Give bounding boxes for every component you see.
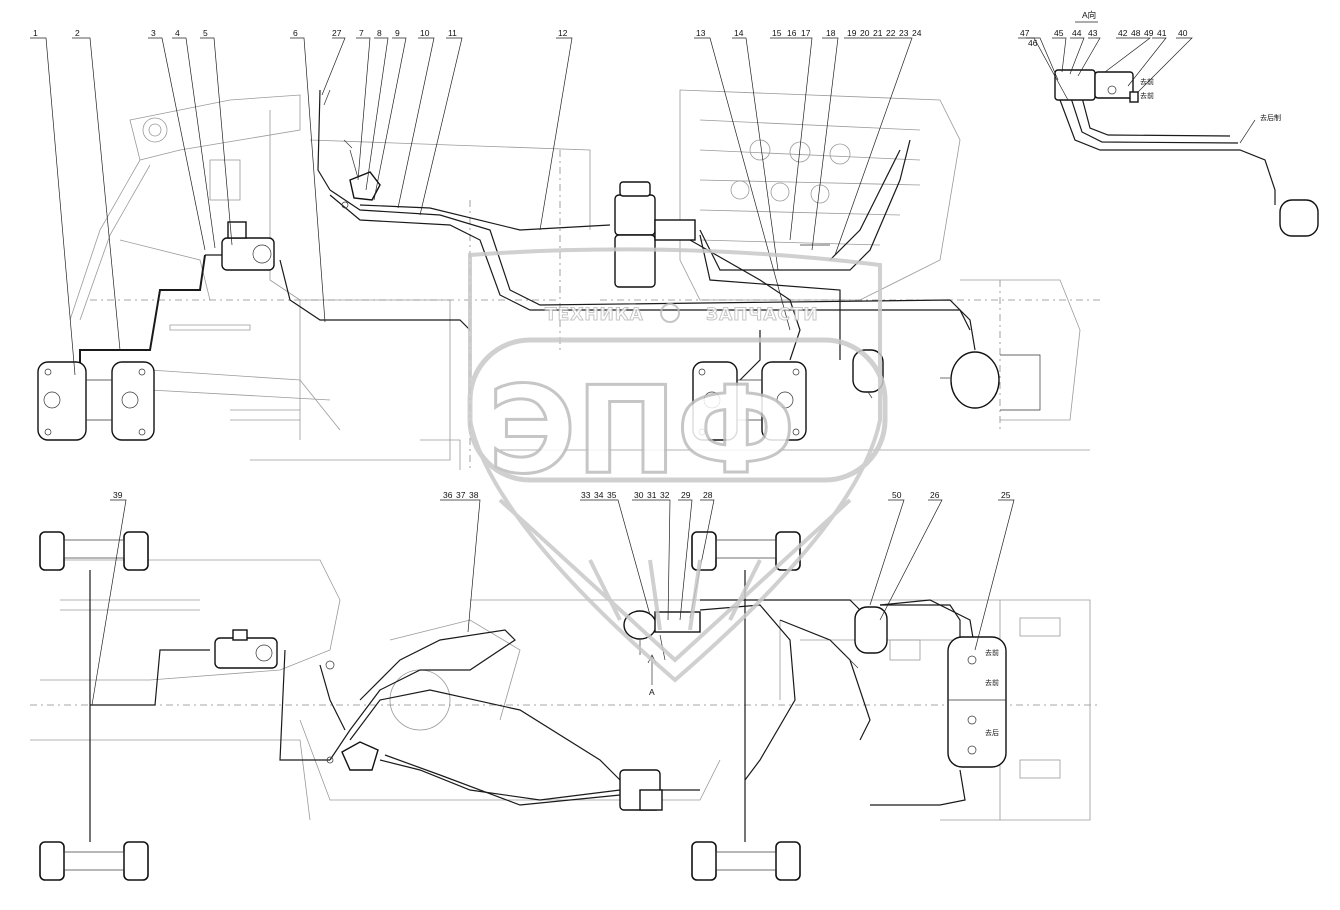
callout-35: 35 — [607, 490, 617, 500]
callout-10: 10 — [420, 28, 430, 38]
callout-27: 27 — [332, 28, 342, 38]
callout-1: 1 — [33, 28, 38, 38]
view-marker-label: A — [649, 687, 655, 697]
callout-22: 22 — [886, 28, 896, 38]
wheel-front-left-upper — [39, 531, 149, 571]
watermark-banner-left: ТЕХНИКА — [545, 305, 644, 325]
watermark-banner-right: ЗАПЧАСТИ — [706, 305, 819, 325]
callout-48: 48 — [1131, 28, 1141, 38]
callout-41: 41 — [1157, 28, 1167, 38]
callout-13: 13 — [696, 28, 706, 38]
brake-booster-bottom — [214, 629, 278, 669]
callout-26: 26 — [930, 490, 940, 500]
callout-37: 37 — [456, 490, 466, 500]
air-tank-large-top — [940, 351, 1041, 411]
wheel-rear-lower — [691, 841, 801, 881]
callout-18: 18 — [826, 28, 836, 38]
wheel-brakes-top-left — [37, 361, 155, 441]
air-tank-large-bottom: 去前 去前 去后 — [947, 636, 1007, 768]
callout-5: 5 — [203, 28, 208, 38]
air-tank-small-bottom — [844, 606, 888, 669]
wheel-rear-upper — [691, 531, 801, 571]
callout-numbers-inset: 47 46 45 44 43 42 48 49 41 40 — [1020, 28, 1188, 48]
chassis-outline-top — [69, 89, 1100, 470]
inset-port-label-a: 去前 — [1140, 77, 1154, 86]
brake-valve-top — [341, 139, 381, 209]
callout-numbers-bottom: 39 36 37 38 33 34 35 30 31 32 29 28 50 2… — [113, 490, 1011, 500]
air-tank-small-top — [852, 349, 884, 399]
air-processing-unit-bottom — [623, 610, 701, 661]
watermark-logo: ЭПФ ТЕХНИКА ЗАПЧАСТИ — [467, 247, 888, 683]
brake-lines-top — [79, 89, 976, 381]
callout-36: 36 — [443, 490, 453, 500]
callout-50: 50 — [892, 490, 902, 500]
callout-31: 31 — [647, 490, 657, 500]
callout-40: 40 — [1178, 28, 1188, 38]
brake-lines-bottom — [89, 570, 976, 842]
callout-12: 12 — [558, 28, 568, 38]
callout-17: 17 — [801, 28, 811, 38]
callout-leaders — [30, 37, 1193, 706]
wheel-front-left-lower — [39, 841, 149, 881]
callout-28: 28 — [703, 490, 713, 500]
callout-32: 32 — [660, 490, 670, 500]
tank-port-label-c: 去后 — [985, 728, 999, 737]
inset-port-label-b: 去前 — [1140, 91, 1154, 100]
callout-19: 19 — [847, 28, 857, 38]
inset-view-a: 去前 去前 去后制 — [1054, 69, 1319, 237]
brake-booster-top — [221, 221, 275, 271]
callout-38: 38 — [469, 490, 479, 500]
callout-numbers-top: 1 2 3 4 5 6 27 7 8 9 10 11 12 13 14 15 1… — [33, 28, 922, 38]
callout-43: 43 — [1088, 28, 1098, 38]
callout-7: 7 — [359, 28, 364, 38]
callout-24: 24 — [912, 28, 922, 38]
callout-45: 45 — [1054, 28, 1064, 38]
callout-11: 11 — [448, 28, 457, 38]
callout-15: 15 — [772, 28, 782, 38]
relay-valve-bottom — [619, 769, 663, 811]
callout-46: 46 — [1028, 38, 1038, 48]
air-processing-unit-top — [614, 181, 696, 288]
callout-33: 33 — [581, 490, 591, 500]
callout-49: 49 — [1144, 28, 1154, 38]
callout-14: 14 — [734, 28, 744, 38]
callout-44: 44 — [1072, 28, 1082, 38]
callout-34: 34 — [594, 490, 604, 500]
callout-4: 4 — [175, 28, 180, 38]
callout-6: 6 — [293, 28, 298, 38]
callout-8: 8 — [377, 28, 382, 38]
watermark-gear-icon — [660, 303, 680, 323]
callout-30: 30 — [634, 490, 644, 500]
callout-9: 9 — [395, 28, 400, 38]
watermark-logo-text: ЭПФ — [488, 362, 796, 501]
inset-port-label-c: 去后制 — [1260, 113, 1281, 122]
callout-3: 3 — [151, 28, 156, 38]
callout-23: 23 — [899, 28, 909, 38]
chassis-outline-bottom — [30, 559, 1100, 821]
wheel-brakes-top-right — [692, 361, 807, 441]
callout-42: 42 — [1118, 28, 1128, 38]
callout-25: 25 — [1001, 490, 1011, 500]
brake-valve-bottom — [325, 660, 379, 771]
callout-16: 16 — [787, 28, 797, 38]
tank-port-label-a: 去前 — [985, 648, 999, 657]
callout-29: 29 — [681, 490, 691, 500]
callout-2: 2 — [75, 28, 80, 38]
callout-39: 39 — [113, 490, 123, 500]
tank-port-label-b: 去前 — [985, 678, 999, 687]
inset-view-label: A向 — [1082, 10, 1096, 20]
callout-47: 47 — [1020, 28, 1030, 38]
callout-20: 20 — [860, 28, 870, 38]
callout-21: 21 — [873, 28, 883, 38]
